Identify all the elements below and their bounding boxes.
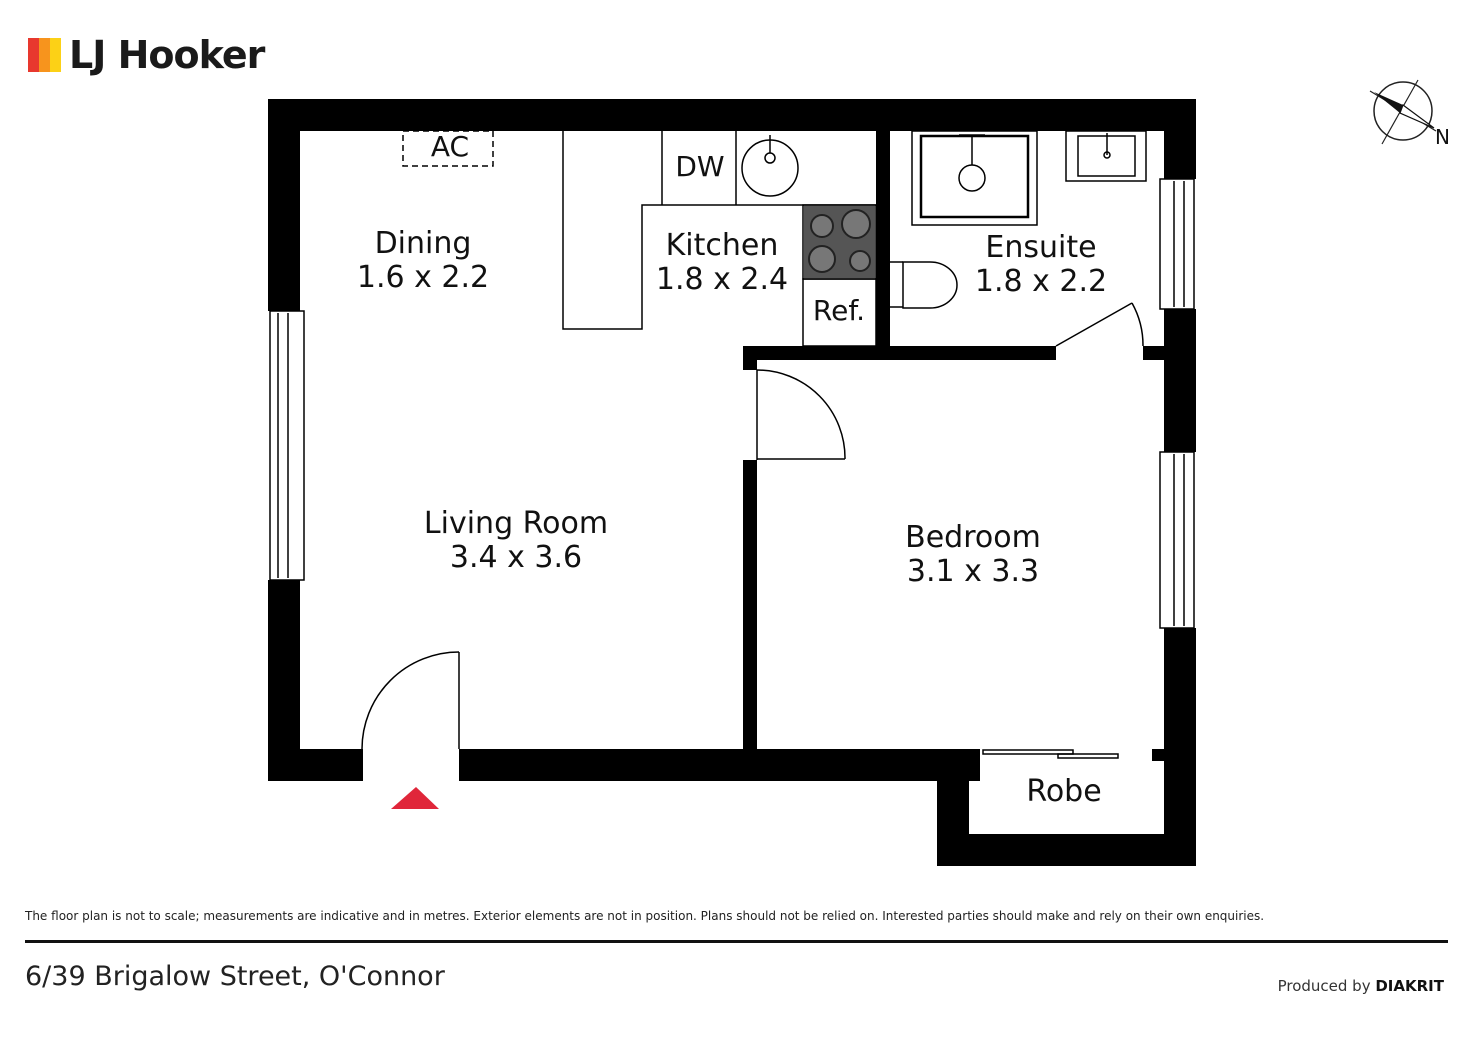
vanity-basin-icon <box>1065 130 1147 182</box>
ac-unit <box>402 130 494 167</box>
room-bedroom: Bedroom 3.1 x 3.3 <box>905 521 1041 589</box>
room-ensuite-name: Ensuite <box>985 230 1097 265</box>
brand-logo: LJ Hooker <box>28 30 265 80</box>
dishwasher-label: DW <box>675 150 725 183</box>
compass-icon <box>1369 79 1437 145</box>
produced-by-brand: DIAKRIT <box>1375 977 1444 995</box>
compass-north-label: N <box>1435 125 1450 149</box>
property-address: 6/39 Brigalow Street, O'Connor <box>25 961 445 992</box>
brand-name: LJ Hooker <box>69 33 265 77</box>
robe-sliding-doors <box>982 749 1119 759</box>
room-living-name: Living Room <box>423 506 609 541</box>
entry-marker-icon <box>391 787 439 809</box>
toilet-icon <box>890 261 958 309</box>
kitchen-sink-icon <box>741 135 799 197</box>
room-living: Living Room 3.4 x 3.6 <box>424 507 608 575</box>
footer-divider <box>25 940 1448 943</box>
fridge-label: Ref. <box>812 294 866 327</box>
interior-walls <box>743 131 1164 750</box>
room-robe: Robe <box>1026 775 1101 809</box>
room-kitchen-name: Kitchen <box>665 228 779 263</box>
room-bedroom-name: Bedroom <box>905 520 1041 555</box>
ac-label: AC <box>430 130 470 163</box>
bedroom-door <box>756 369 846 460</box>
room-robe-name: Robe <box>1026 774 1102 809</box>
produced-by-prefix: Produced by <box>1277 977 1371 995</box>
cooktop-icon <box>804 206 875 278</box>
shower-icon <box>911 130 1038 226</box>
room-ensuite-size: 1.8 x 2.2 <box>974 264 1108 299</box>
logo-bars-icon <box>28 38 61 72</box>
room-bedroom-size: 3.1 x 3.3 <box>906 554 1040 589</box>
room-living-size: 3.4 x 3.6 <box>449 540 583 575</box>
room-dining-size: 1.6 x 2.2 <box>356 260 490 295</box>
entry-door <box>361 651 460 750</box>
room-kitchen: Kitchen 1.8 x 2.4 <box>656 229 788 297</box>
room-kitchen-size: 1.8 x 2.4 <box>655 262 789 297</box>
room-dining-name: Dining <box>374 226 472 261</box>
produced-by: Produced by DIAKRIT <box>1278 977 1444 995</box>
windows <box>269 178 1195 629</box>
kitchen-cabinetry <box>562 131 877 347</box>
exterior-walls <box>268 99 1196 866</box>
disclaimer-text: The floor plan is not to scale; measurem… <box>25 909 1265 923</box>
ensuite-door <box>1055 302 1144 347</box>
room-ensuite: Ensuite 1.8 x 2.2 <box>975 231 1107 299</box>
room-dining: Dining 1.6 x 2.2 <box>357 227 489 295</box>
